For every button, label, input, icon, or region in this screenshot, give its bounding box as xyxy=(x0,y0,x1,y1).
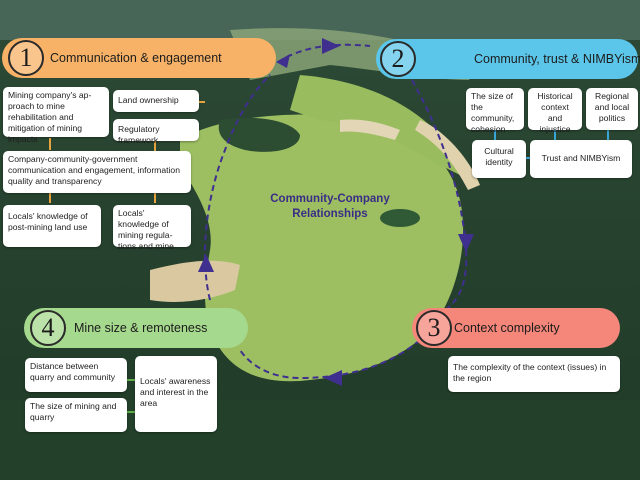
section-3-box-context-complexity: The complexity of the context (issues) i… xyxy=(448,356,620,392)
section-1-number: 1 xyxy=(8,40,44,76)
section-2-banner: 2 Community, trust & NIMBYism xyxy=(376,39,640,79)
lake-island xyxy=(380,209,420,227)
section-1-box-land-ownership: Land ownership xyxy=(113,90,199,112)
section-2-box-community-size: The size of the community, cohesion xyxy=(466,88,524,134)
section-2-number: 2 xyxy=(380,41,416,77)
section-4-banner: 4 Mine size & remoteness xyxy=(24,308,248,348)
section-3-number: 3 xyxy=(416,310,452,346)
section-1-box-regulatory-framework: Regulatory framework xyxy=(113,119,199,145)
section-4-title: Mine size & remoteness xyxy=(74,321,208,335)
section-2-title: Community, trust & NIMBYism xyxy=(474,52,640,66)
section-1-banner: 1 Communication & engagement xyxy=(2,38,276,78)
section-1-box-communication-engagement: Company-community-government communicati… xyxy=(3,151,191,193)
section-1-box-rehabilitation: Mining company's ap-proach to mine rehab… xyxy=(3,87,109,144)
section-2-box-trust-nimbyism: Trust and NIMBYism xyxy=(530,140,632,178)
section-1-box-post-mining-knowledge: Locals' knowledge of post-mining land us… xyxy=(3,205,101,247)
section-2-box-regional-politics: Regional and local politics xyxy=(586,88,638,130)
section-3-banner: 3 Context complexity xyxy=(412,308,620,348)
section-4-box-locals-awareness: Locals' awareness and interest in the ar… xyxy=(135,356,217,432)
section-3-title: Context complexity xyxy=(454,321,560,335)
section-1-box-regulation-knowledge: Locals' knowledge of mining regula-tions… xyxy=(113,205,191,251)
section-1-title: Communication & engagement xyxy=(50,51,222,65)
sand-shore-top xyxy=(340,119,400,140)
section-2-box-cultural-identity: Cultural identity xyxy=(472,140,526,178)
section-4-box-mine-size: The size of mining and quarry xyxy=(25,398,127,432)
section-4-box-distance: Distance between quarry and community xyxy=(25,358,127,392)
section-4-number: 4 xyxy=(30,310,66,346)
center-title: Community-Company Relationships xyxy=(270,193,390,220)
section-2-box-historical-context: Historical context and injustice xyxy=(528,88,582,134)
